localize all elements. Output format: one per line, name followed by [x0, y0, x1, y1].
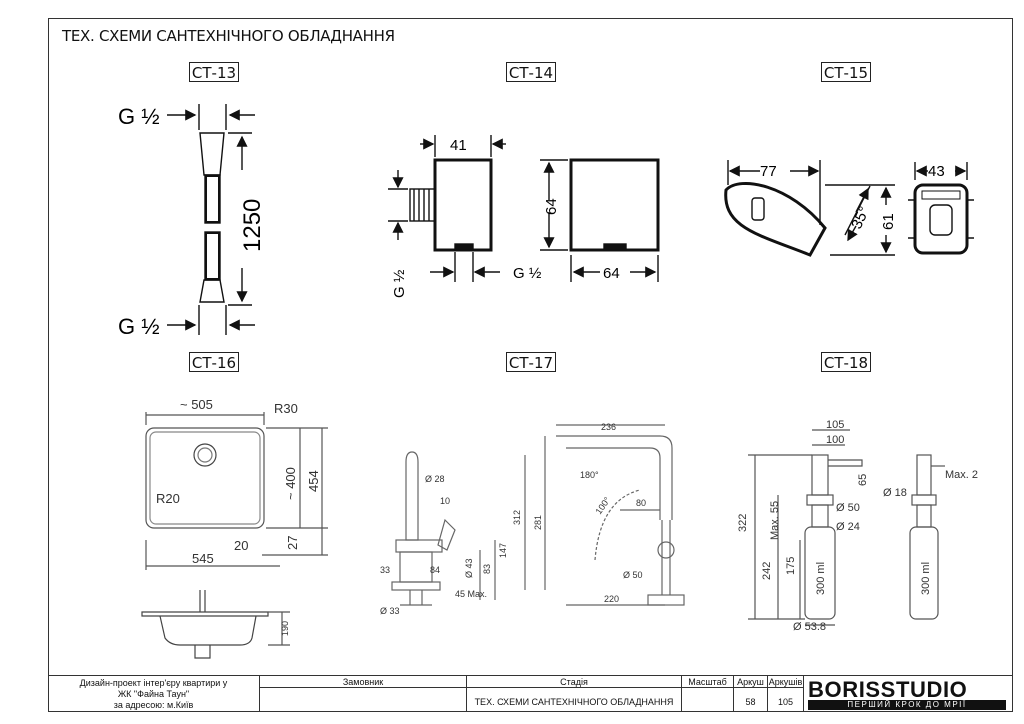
ct13-length: 1250 [239, 199, 266, 252]
ct16-height: 454 [306, 470, 321, 492]
ct14-height: 64 [543, 198, 560, 215]
ct16-section-depth: 190 [280, 621, 290, 636]
label-ct17: СТ-17 [506, 352, 556, 372]
ct17-rotation: 180° [580, 470, 599, 480]
logo-name: BORISSTUDIO [808, 677, 968, 702]
stamp-scale-label: Масштаб [688, 677, 727, 687]
ct18-w105: 105 [826, 419, 844, 431]
ct17-height-spout: 281 [533, 515, 543, 530]
ct18-max2: Max. 2 [945, 469, 978, 481]
ct18-dia50: Ø 50 [836, 502, 860, 514]
ct17-d147: 147 [498, 543, 508, 558]
stamp-customer: Замовник [260, 676, 467, 712]
ct18-dispenser-drawing [748, 429, 945, 626]
ct16-sink-drawing [141, 412, 328, 659]
ct17-faucet-drawing [391, 424, 685, 606]
stamp-stage-label: Стадія [560, 677, 588, 687]
stamp-sheets: Аркушів 105 [768, 676, 804, 712]
studio-logo: BORISSTUDIO ПЕРШИЙ КРОК ДО МРІЇ [804, 677, 1010, 710]
ct17-max: 45 Max. [455, 589, 487, 599]
ct14-outlet-drawing [388, 135, 660, 282]
ct18-w100: 100 [826, 434, 844, 446]
ct18-dia538: Ø 53.8 [793, 621, 826, 633]
ct17-dia-base: Ø 33 [380, 606, 400, 616]
logo-tagline: ПЕРШИЙ КРОК ДО МРІЇ [808, 700, 1006, 710]
ct18-max55: Max. 55 [769, 501, 781, 540]
ct15-length: 77 [760, 163, 777, 180]
ct16-width-bottom: 545 [192, 551, 214, 566]
stamp-scale: Масштаб [682, 676, 734, 712]
ct16-depth: ~ 400 [283, 467, 298, 500]
ct18-dia24: Ø 24 [836, 521, 860, 533]
stamp-project: Дизайн-проект інтер'єру квартири у ЖК "Ф… [48, 676, 260, 712]
ct15-width: 43 [928, 163, 945, 180]
ct13-thread-bottom: G ½ [118, 314, 160, 339]
sheet-frame [48, 18, 1013, 712]
ct17-pull: 80 [636, 498, 646, 508]
label-ct14: СТ-14 [506, 62, 556, 82]
ct14-thread-bottom: G ½ [513, 265, 542, 282]
stamp-stage: Стадія ТЕХ. СХЕМИ САНТЕХНІЧНОГО ОБЛАДНАН… [467, 676, 682, 712]
ct15-angle: 35° [848, 204, 873, 232]
sheet-title: ТЕХ. СХЕМИ САНТЕХНІЧНОГО ОБЛАДНАННЯ [62, 27, 395, 45]
label-ct16: СТ-16 [189, 352, 239, 372]
ct18-h65: 65 [857, 474, 869, 486]
stamp-sheets-label: Аркушів [768, 677, 803, 687]
ct14-width: 41 [450, 137, 467, 154]
label-ct13: СТ-13 [189, 62, 239, 82]
ct13-hose-drawing [167, 104, 255, 335]
ct18-vol2: 300 ml [920, 562, 932, 595]
ct17-height-total: 312 [512, 510, 522, 525]
label-ct18: СТ-18 [821, 352, 871, 372]
stamp-stage-value: ТЕХ. СХЕМИ САНТЕХНІЧНОГО ОБЛАДНАННЯ [474, 697, 674, 707]
ct17-d83: 83 [482, 564, 492, 574]
ct16-radius-outer: R30 [274, 401, 298, 416]
ct17-reach: 236 [601, 422, 616, 432]
ct18-h322: 322 [737, 514, 749, 532]
ct17-base: 220 [604, 594, 619, 604]
ct18-dia18: Ø 18 [883, 487, 907, 499]
ct17-angle: 100° [593, 495, 612, 516]
ct17-dia-top: Ø 28 [425, 474, 445, 484]
stamp-project-line1: Дизайн-проект інтер'єру квартири у [79, 678, 228, 688]
ct17-dia-hole: Ø 43 [464, 558, 474, 578]
ct15-height: 61 [880, 213, 897, 230]
stamp-sheet-label: Аркуш [737, 677, 764, 687]
stamp-project-line3: за адресою: м.Київ [113, 700, 194, 710]
stamp-sheet: Аркуш 58 [734, 676, 768, 712]
ct18-h242: 242 [761, 562, 773, 580]
ct18-h175: 175 [785, 557, 797, 575]
ct16-offset-v: 27 [285, 536, 300, 550]
stamp-project-line2: ЖК "Файна Таун" [117, 689, 190, 699]
ct15-holder-drawing [724, 160, 974, 257]
ct17-dia-spout: Ø 50 [623, 570, 643, 580]
ct18-vol: 300 ml [815, 562, 827, 595]
ct16-radius-inner: R20 [156, 491, 180, 506]
stamp-sheets-no: 105 [777, 697, 794, 707]
stamp-sheet-no: 58 [745, 697, 756, 707]
label-ct15: СТ-15 [821, 62, 871, 82]
title-block: Дизайн-проект інтер'єру квартири у ЖК "Ф… [48, 675, 1013, 713]
ct14-thread-side: G ½ [391, 269, 408, 298]
ct13-thread-top: G ½ [118, 104, 160, 129]
stamp-customer-label: Замовник [342, 677, 384, 687]
ct16-width-top: ~ 505 [180, 397, 213, 412]
ct17-d84: 84 [430, 565, 440, 575]
ct16-offset: 20 [234, 538, 248, 553]
ct17-d10: 10 [440, 496, 450, 506]
ct17-d33: 33 [380, 565, 390, 575]
ct14-depth: 64 [603, 265, 620, 282]
